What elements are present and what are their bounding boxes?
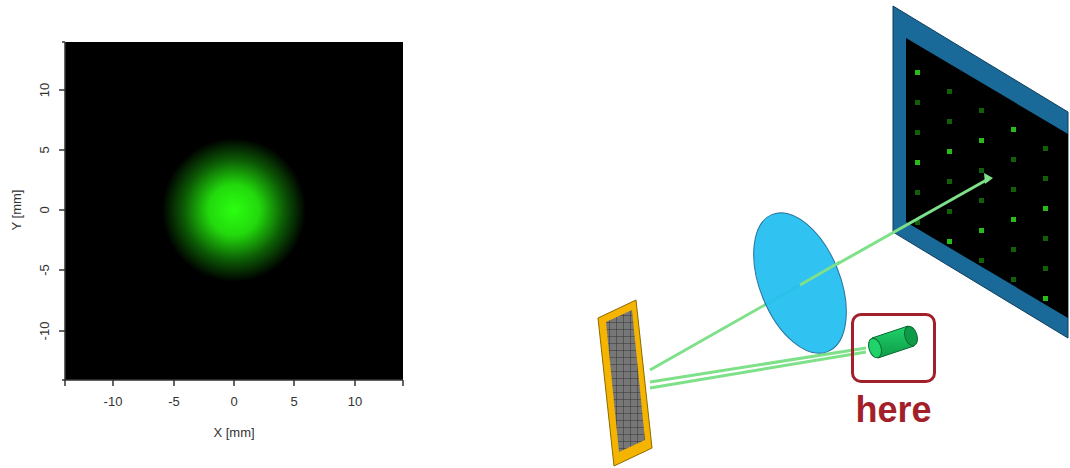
y-tick-label: -5 bbox=[38, 264, 51, 276]
gaussian-spot bbox=[162, 138, 306, 282]
callout-text: here bbox=[855, 392, 931, 428]
y-tick-label: 5 bbox=[38, 146, 51, 153]
beam-tip bbox=[984, 173, 993, 184]
y-tick-label: 0 bbox=[38, 206, 51, 213]
x-tick-label: -5 bbox=[168, 395, 180, 408]
laser-beam bbox=[800, 178, 990, 285]
lens bbox=[735, 199, 865, 366]
laser-source bbox=[866, 325, 920, 360]
screen bbox=[893, 6, 1068, 338]
y-tick-label: -10 bbox=[38, 322, 51, 341]
beam-profile-plot bbox=[59, 42, 403, 386]
highlight-box: here bbox=[851, 313, 936, 383]
slm-panel bbox=[598, 300, 652, 466]
axis-ticks bbox=[59, 42, 403, 386]
plot-area bbox=[65, 42, 403, 380]
axis-title: X [mm] bbox=[213, 426, 254, 439]
axis-title: Y [mm] bbox=[10, 190, 23, 231]
laser-beam bbox=[800, 262, 840, 285]
x-tick-label: 10 bbox=[348, 395, 362, 408]
x-tick-label: -10 bbox=[104, 395, 123, 408]
x-tick-label: 5 bbox=[290, 395, 297, 408]
diffraction-dots bbox=[915, 70, 1048, 301]
y-tick-label: 10 bbox=[38, 83, 51, 97]
x-tick-label: 0 bbox=[230, 395, 237, 408]
